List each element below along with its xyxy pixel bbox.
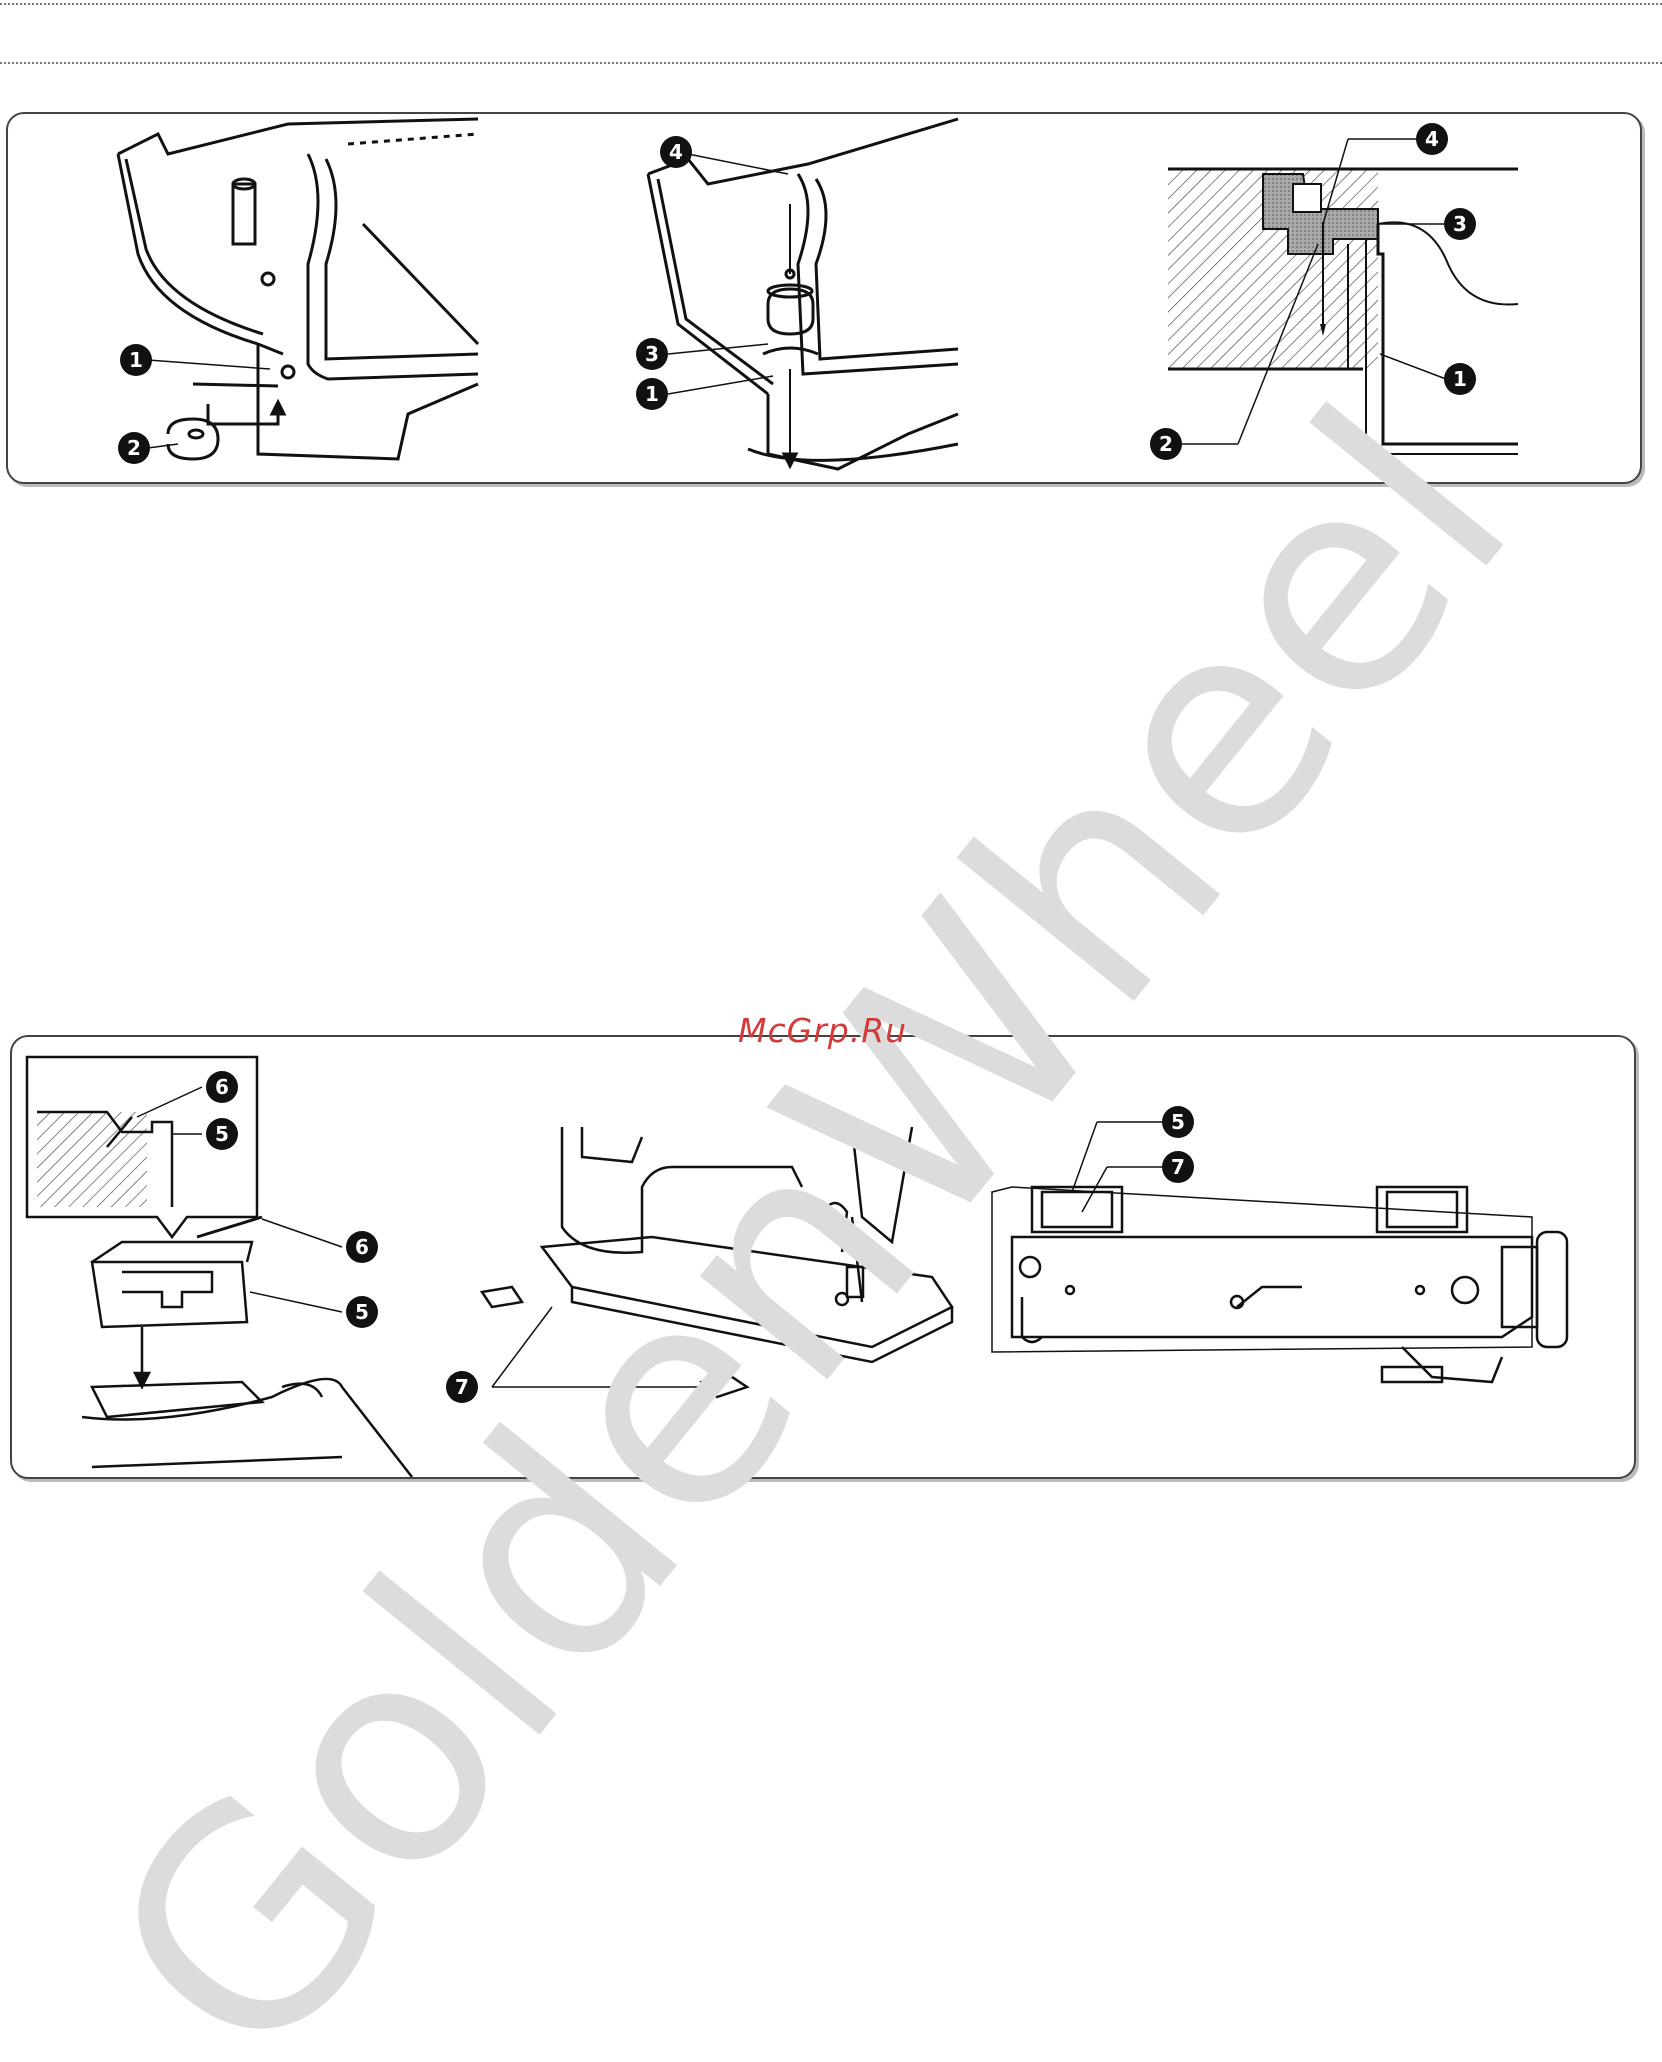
- callout-1: 1: [129, 348, 143, 372]
- callout-1b: 1: [645, 382, 659, 406]
- callout-1c: 1: [1453, 367, 1467, 391]
- callout-3b: 3: [1453, 212, 1467, 236]
- bed-corner-illustration-2: [648, 119, 958, 469]
- callout-2b: 2: [1159, 432, 1173, 456]
- callout-5: 5: [215, 1122, 229, 1146]
- callout-group-fig2: 4 3 1: [636, 136, 788, 410]
- callout-6: 6: [215, 1075, 229, 1099]
- top-illustrations: 1 2 4 3: [8, 114, 1640, 482]
- callout-4: 4: [669, 140, 683, 164]
- callout-3: 3: [645, 342, 659, 366]
- callout-5c: 5: [1171, 1110, 1185, 1134]
- machine-head-illustration: [482, 1127, 952, 1397]
- callout-7: 7: [455, 1375, 469, 1399]
- figure-panel-bottom: 6 5 6 5 7: [10, 1035, 1636, 1479]
- callout-2: 2: [127, 436, 141, 460]
- machine-topview-illustration: [992, 1187, 1567, 1382]
- callout-4b: 4: [1425, 127, 1439, 151]
- callout-5b: 5: [355, 1300, 369, 1324]
- bottom-illustrations: 6 5 6 5 7: [12, 1037, 1634, 1477]
- header-rule-top: [0, 3, 1662, 5]
- callout-7b: 7: [1171, 1155, 1185, 1179]
- callout-group-fig1: 1 2: [118, 344, 270, 464]
- callout-6b: 6: [355, 1235, 369, 1259]
- header-rule-bottom: [0, 62, 1662, 64]
- site-label: McGrp.Ru: [738, 1011, 907, 1050]
- figure-panel-top: 1 2 4 3: [6, 112, 1642, 484]
- bed-corner-illustration-1: [118, 119, 478, 459]
